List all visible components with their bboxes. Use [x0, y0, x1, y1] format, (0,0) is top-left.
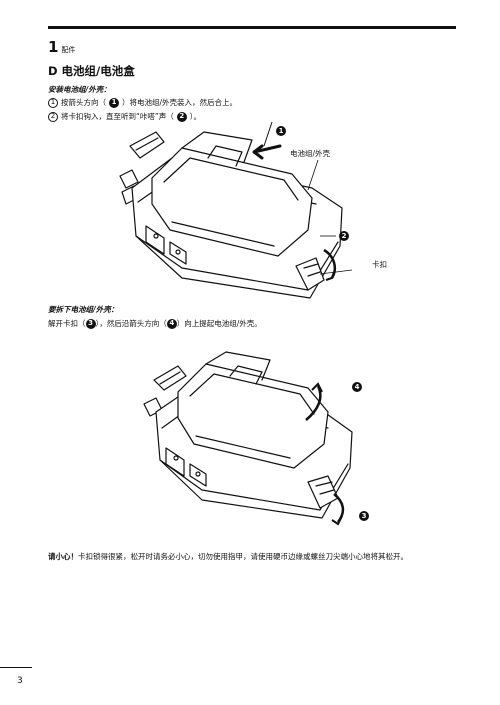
install-step-1: 1 按箭头方向（ 1 ）将电池组/外壳装入，然后合上。 [48, 97, 237, 108]
remove-text-suffix: ）向上提起电池组/外壳。 [176, 319, 262, 328]
section-label: 1 配件 [48, 38, 75, 56]
step-text-prefix: 按箭头方向（ [61, 98, 106, 107]
figure-badge-2: 2 [339, 231, 349, 241]
page-heading: D 电池组/电池盒 [48, 64, 135, 78]
remove-badge-3: 3 [85, 318, 96, 329]
remove-instruction: 解开卡扣（ 3 ），然后沿箭头方向（ 4 ）向上提起电池组/外壳。 [48, 318, 262, 329]
install-illustration [119, 121, 353, 299]
remove-badge-4: 4 [166, 318, 177, 329]
step-badge: 2 [176, 111, 187, 122]
step-marker: 2 [48, 111, 58, 122]
install-heading: 安装电池组/外壳： [48, 85, 111, 94]
section-number: 1 [48, 38, 59, 56]
clip-label: 卡扣 [372, 260, 387, 269]
footer-rule [0, 667, 32, 668]
figure-badge-3: 3 [359, 511, 369, 521]
remove-text-middle: ），然后沿箭头方向（ [95, 319, 167, 328]
caution-text: 卡扣锁得很紧，松开时请务必小心，切勿使用指甲，请使用硬币边缘或螺丝刀尖端小心地将… [78, 552, 408, 561]
section-title: 配件 [61, 46, 76, 54]
remove-text-prefix: 解开卡扣（ [48, 319, 86, 328]
header-rule [48, 26, 456, 29]
battery-pack-label: 电池组/外壳 [290, 149, 331, 158]
step-text-suffix: ）将电池组/外壳装入，然后合上。 [122, 98, 238, 107]
remove-heading: 要拆下电池组/外壳： [48, 305, 119, 314]
step-badge: 1 [109, 97, 119, 108]
remove-illustration [143, 351, 353, 526]
step-text-prefix: 将卡扣钩入，直至听到“咔嗒”声（ [61, 112, 174, 121]
figure-badge-1: 1 [276, 126, 286, 136]
step-marker: 1 [48, 97, 58, 108]
install-step-2: 2 将卡扣钩入，直至听到“咔嗒”声（ 2 ）。 [48, 111, 201, 122]
caution-note: 请小心！卡扣锁得很紧，松开时请务必小心，切勿使用指甲，请使用硬币边缘或螺丝刀尖端… [48, 547, 458, 566]
caution-label: 请小心！ [48, 552, 78, 561]
page-number: 3 [17, 676, 23, 686]
figure-badge-4: 4 [352, 382, 362, 392]
step-text-suffix: ）。 [189, 112, 202, 121]
